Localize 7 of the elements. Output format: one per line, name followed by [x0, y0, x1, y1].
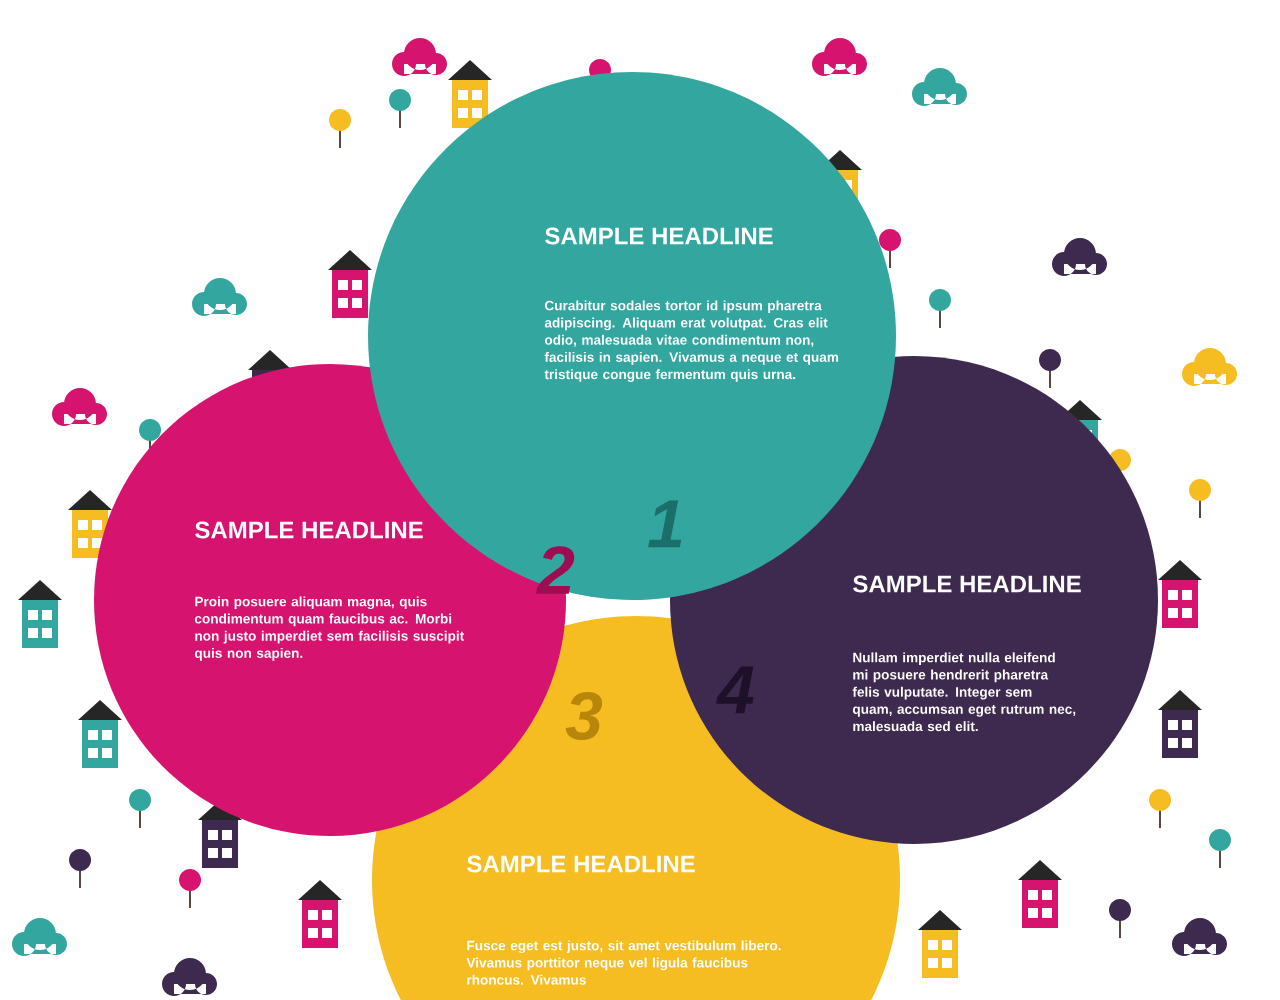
- headline: SAMPLE HEADLINE: [467, 855, 695, 873]
- step-number: 1: [648, 500, 682, 548]
- headline: SAMPLE HEADLINE: [853, 575, 1081, 593]
- headline: SAMPLE HEADLINE: [195, 521, 423, 539]
- step-number: 2: [536, 546, 575, 594]
- step-number: 3: [565, 691, 603, 741]
- headline: SAMPLE HEADLINE: [545, 227, 773, 245]
